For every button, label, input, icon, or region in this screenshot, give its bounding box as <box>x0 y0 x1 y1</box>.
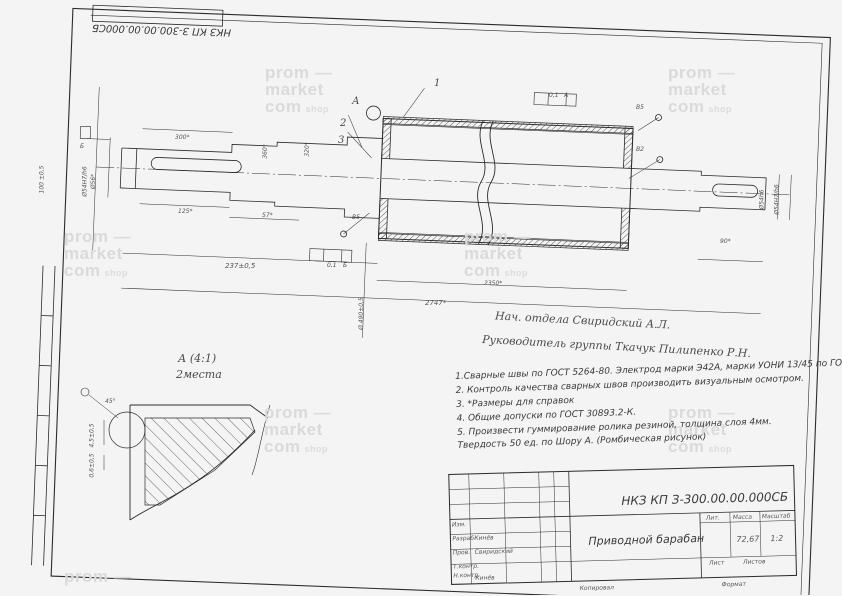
view-dim: 45° <box>105 398 116 405</box>
footer-copy: Копировал <box>580 584 614 592</box>
row-label: Пров. <box>453 549 471 556</box>
dim-label: 90* <box>720 238 731 245</box>
drawing-name: Приводной барабан <box>588 532 704 548</box>
leader-label: 3 <box>338 135 344 146</box>
dim-label: 100 ±0,5 <box>38 166 45 194</box>
leader-label: 1 <box>434 78 440 89</box>
mass-value: 72,67 <box>736 534 759 544</box>
datum-label: Б <box>343 262 347 269</box>
col-lit: Лит. <box>706 514 720 521</box>
dim-label: 2350* <box>484 280 502 287</box>
dim-label: 300* <box>175 134 189 141</box>
datum-label: Б <box>80 143 84 150</box>
weld-label: В5 <box>636 104 644 111</box>
dim-label: 360* <box>261 144 269 159</box>
row-label: Разраб. <box>452 535 476 543</box>
footer-format: Формат <box>722 581 747 589</box>
name-cell: Свиридский <box>475 548 513 556</box>
technical-notes: 1.Сварные швы по ГОСТ 5264-80. Электрод … <box>455 357 842 451</box>
view-dim: 0,6±0,5 <box>89 453 96 477</box>
sheets-label: Листов <box>743 558 766 566</box>
leader-label: 2 <box>340 118 346 129</box>
dim-label: Ø56* <box>90 174 97 189</box>
row-label: Изм. <box>452 521 466 528</box>
dim-label: 57* <box>262 212 273 219</box>
dim-label: 237±0,5 <box>225 262 255 270</box>
title-block: НКЗ КП З-300.00.00.000СБ Приводной бараб… <box>449 464 797 585</box>
tolerance-value: 0,1 <box>327 262 337 269</box>
leader-label: А <box>352 96 360 107</box>
dim-label: Ø54H7/h6 <box>774 184 781 214</box>
dim-label: Ø54h6 <box>758 190 765 210</box>
datum-label: А <box>564 92 568 99</box>
drawing-code: НКЗ КП З-300.00.00.000СБ <box>621 490 788 508</box>
scale-value: 1:2 <box>770 534 783 543</box>
dim-label: 125* <box>178 208 192 215</box>
dim-label: 2747* <box>425 299 446 307</box>
col-scale: Масштаб <box>762 513 791 521</box>
view-title: А (4:1) <box>178 352 216 365</box>
view-subtitle: 2места <box>176 368 222 381</box>
name-cell: Кинёв <box>475 574 494 582</box>
weld-label: В2 <box>636 146 644 153</box>
dim-label: 320* <box>303 142 311 157</box>
dim-label: Ø 490±0,5 <box>358 297 365 330</box>
view-dim: 4,5±0,5 <box>89 423 96 447</box>
name-cell: Кинёв <box>474 534 493 542</box>
dim-label: Ø54H7/h6 <box>82 166 89 196</box>
row-label: Т.контр. <box>453 563 479 571</box>
tolerance-value: 0,1 <box>549 92 559 99</box>
watermark: prom — <box>64 568 131 585</box>
weld-label: В5 <box>352 214 360 221</box>
sheet-label: Лист <box>709 559 724 566</box>
col-mass: Масса <box>733 514 752 521</box>
